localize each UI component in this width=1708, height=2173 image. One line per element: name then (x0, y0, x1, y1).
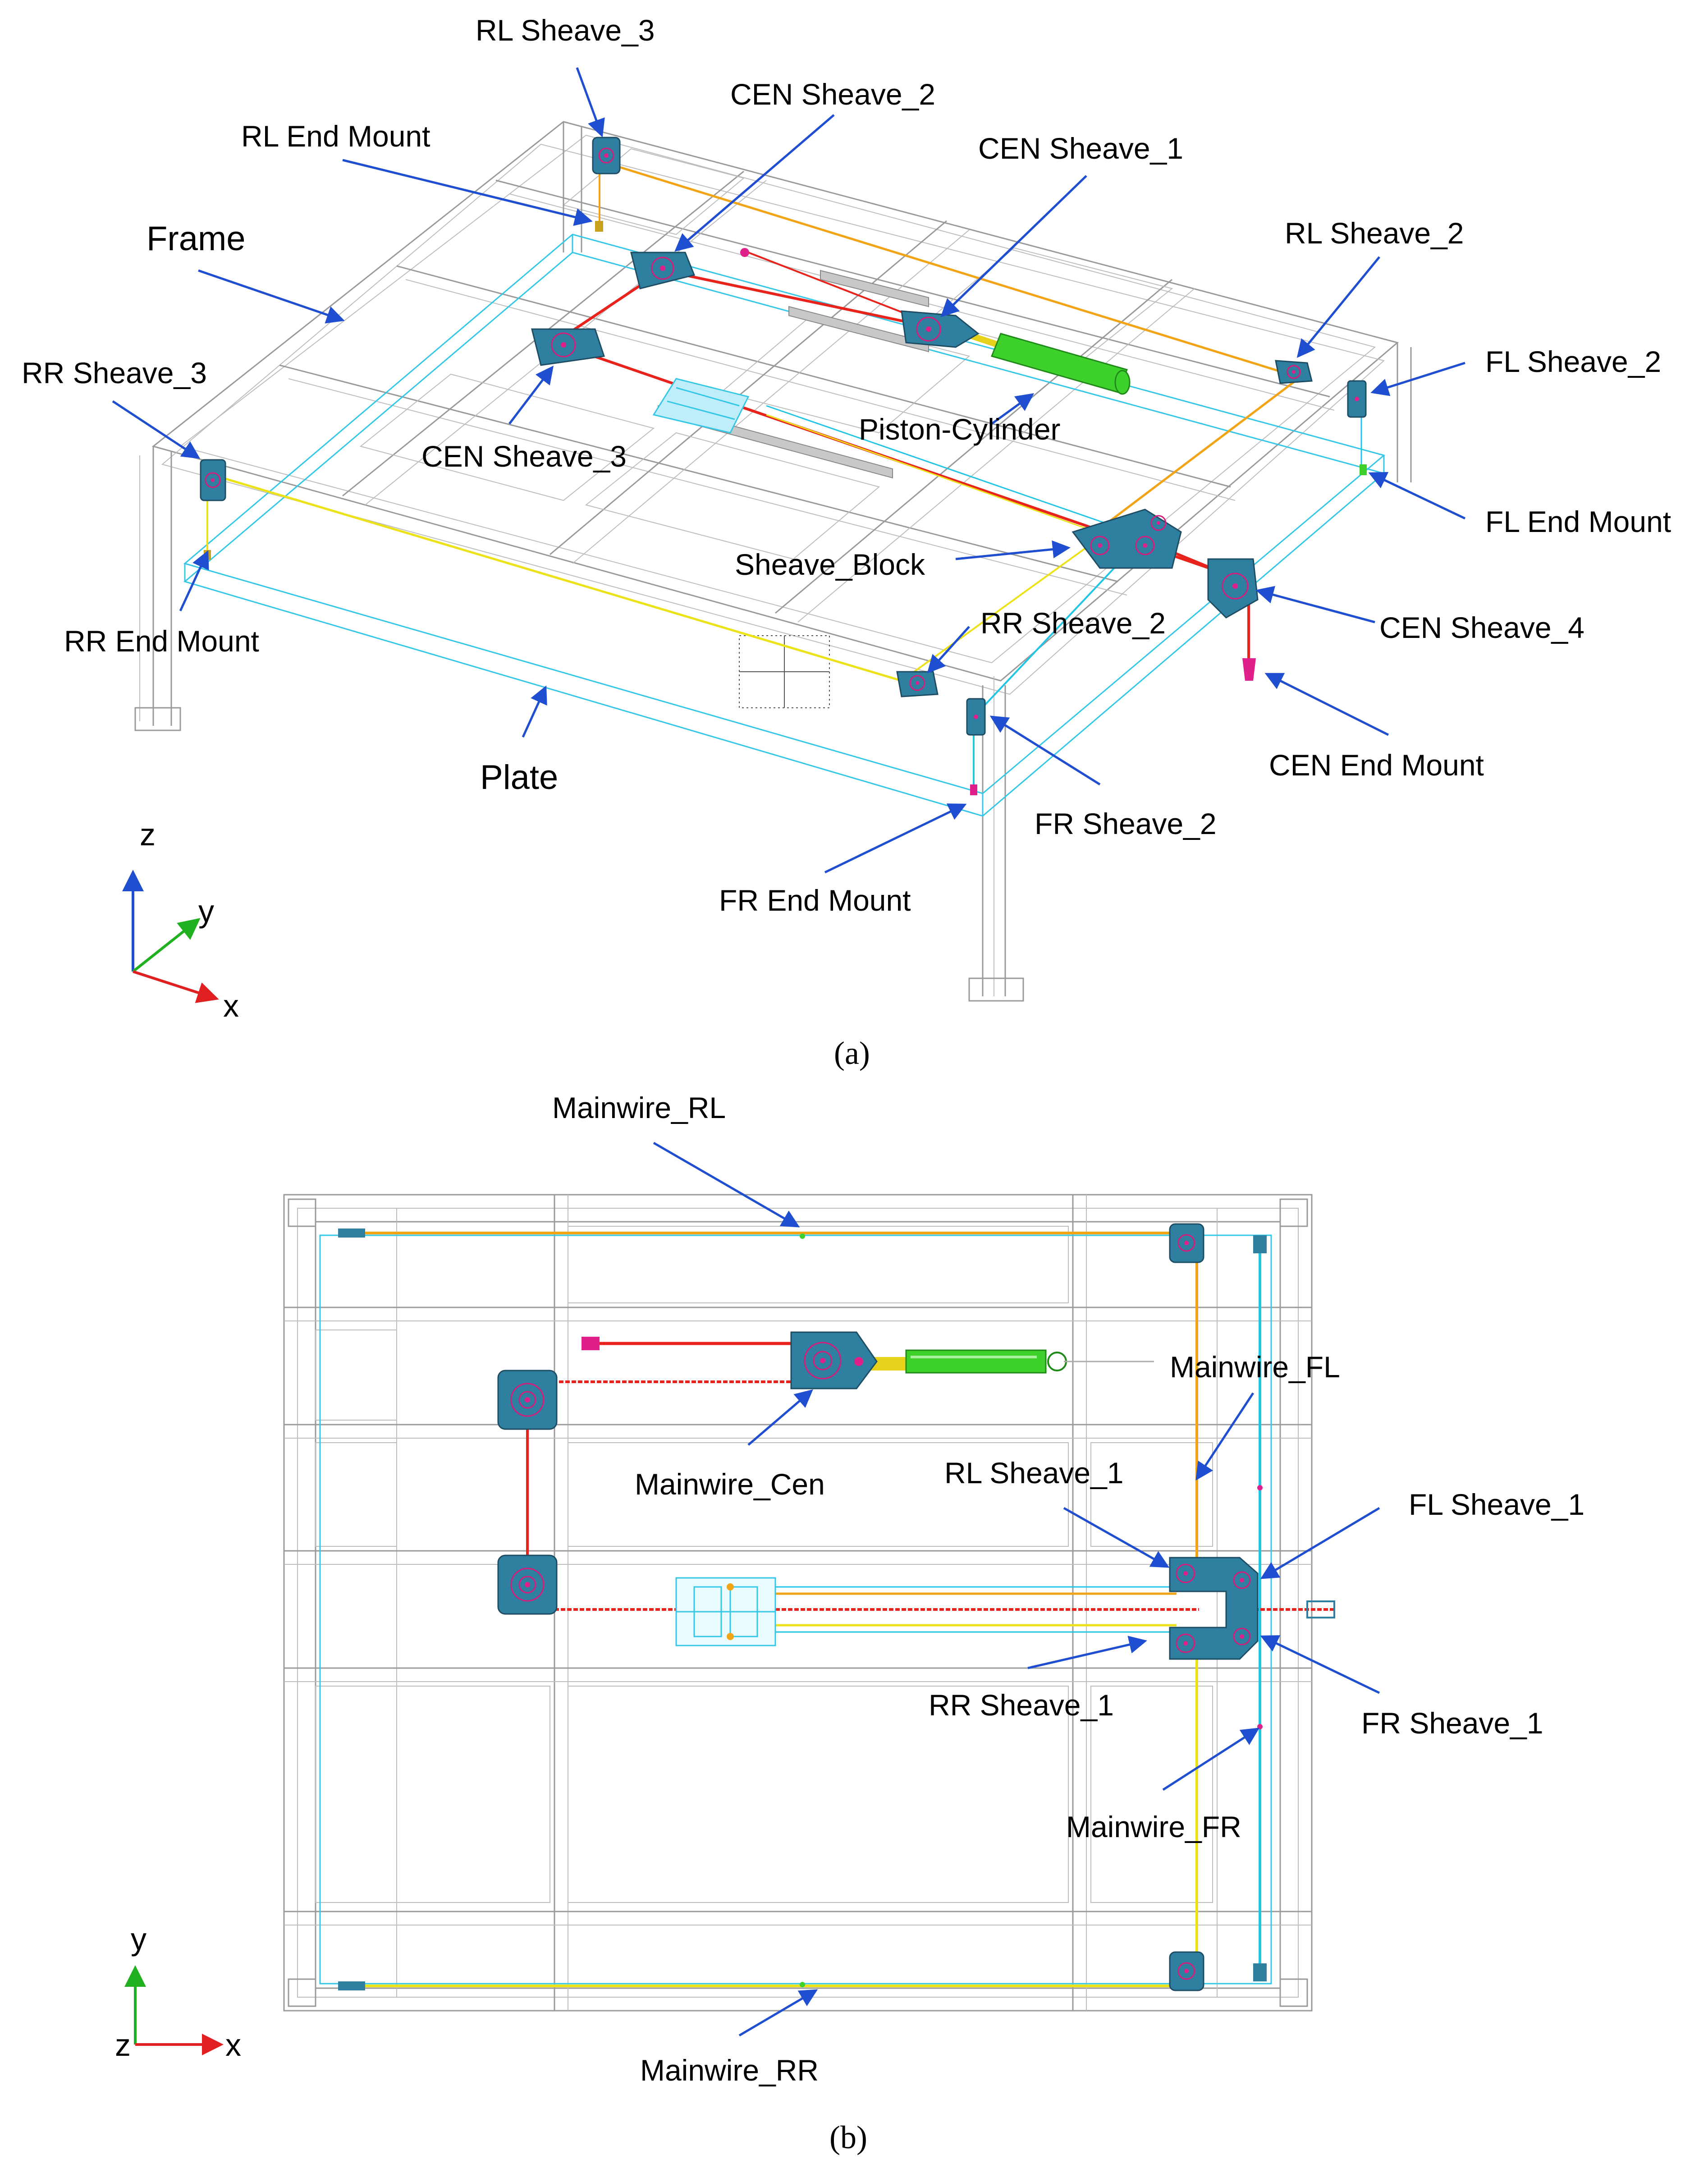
label-rl-sheave-3: RL Sheave_3 (476, 14, 655, 47)
label-piston-cylinder: Piston-Cylinder (859, 413, 1061, 446)
caption-b: (b) (829, 2119, 867, 2155)
label-plate: Plate (480, 758, 558, 797)
labels-panel-b: Mainwire_RL Mainwire_FL Mainwire_Cen RL … (552, 1091, 1584, 2087)
label-fl-end-mount: FL End Mount (1485, 505, 1671, 538)
label-frame: Frame (147, 220, 246, 258)
rr-corner-sheave (1169, 1951, 1204, 1991)
label-cen-sheave-4: CEN Sheave_4 (1379, 611, 1584, 644)
plate-outline (183, 234, 1386, 817)
axis-triad-a: z y x (122, 817, 239, 1023)
plate-pattern (739, 635, 830, 708)
fr-sheave-2 (966, 698, 986, 736)
sheaves-panel-b (338, 1223, 1335, 1991)
label-cen-sheave-3: CEN Sheave_3 (421, 440, 627, 473)
cen-sheave-3 (531, 328, 605, 366)
wires-panel-b (352, 1232, 1334, 1987)
rl-corner-sheave (1169, 1223, 1204, 1263)
label-cen-sheave-1: CEN Sheave_1 (978, 132, 1183, 165)
carriage (652, 378, 750, 434)
sheaves-panel-a (200, 137, 1367, 736)
leaders-panel-a (112, 67, 1466, 874)
label-rr-sheave-3: RR Sheave_3 (22, 356, 207, 390)
carriage-b (675, 1577, 776, 1646)
axis-b-x: x (225, 2027, 241, 2063)
end-fittings-b (338, 1229, 1335, 1990)
axis-b-y: y (131, 1921, 147, 1957)
label-rr-sheave-1: RR Sheave_1 (929, 1688, 1114, 1722)
label-rl-sheave-1: RL Sheave_1 (944, 1456, 1124, 1490)
sheave-block-top (1169, 1557, 1259, 1660)
cen-sheave-3-top (497, 1554, 558, 1615)
label-mainwire-cen: Mainwire_Cen (635, 1467, 825, 1501)
cen-sheave-2-top (497, 1370, 558, 1430)
label-fr-sheave-2: FR Sheave_2 (1035, 807, 1217, 840)
rl-sheave-2 (1275, 360, 1313, 384)
label-cen-sheave-2: CEN Sheave_2 (730, 78, 935, 111)
rr-sheave-2 (896, 671, 939, 697)
label-mainwire-rl: Mainwire_RL (552, 1091, 726, 1124)
cen-sheave-4 (1207, 558, 1259, 619)
sheave-block (1072, 509, 1182, 569)
frame-grid-b (283, 1194, 1313, 2012)
axis-triad-b: y z x (115, 1921, 241, 2063)
axis-a-y: y (198, 894, 214, 929)
leaders-panel-b (653, 1142, 1380, 2037)
label-sheave-block: Sheave_Block (735, 548, 925, 581)
label-rl-sheave-2: RL Sheave_2 (1285, 216, 1464, 250)
label-mainwire-fl: Mainwire_FL (1170, 1350, 1340, 1384)
labels-panel-a: RL Sheave_3 CEN Sheave_2 RL End Mount CE… (22, 14, 1671, 917)
axis-a-x: x (223, 988, 239, 1023)
label-rr-sheave-2: RR Sheave_2 (980, 606, 1166, 640)
caption-a: (a) (834, 1035, 870, 1071)
guide-rails (658, 270, 929, 479)
rl-sheave-3 (592, 137, 621, 174)
label-fl-sheave-1: FL Sheave_1 (1409, 1488, 1584, 1521)
label-fr-sheave-1: FR Sheave_1 (1361, 1706, 1543, 1740)
cen-sheave-1-top (790, 1331, 878, 1389)
cen-sheave-2 (630, 252, 696, 289)
panel-b-top-view: Mainwire_RL Mainwire_FL Mainwire_Cen RL … (115, 1091, 1584, 2155)
fl-sheave-2 (1347, 380, 1367, 418)
axis-a-z: z (140, 817, 156, 852)
frame-wireframe (134, 121, 1412, 1002)
label-cen-end-mount: CEN End Mount (1269, 748, 1484, 782)
label-fr-end-mount: FR End Mount (719, 884, 911, 917)
label-mainwire-rr: Mainwire_RR (640, 2054, 819, 2087)
rr-sheave-3 (200, 459, 226, 501)
axis-b-z: z (115, 2027, 131, 2063)
panel-a-isometric: RL Sheave_3 CEN Sheave_2 RL End Mount CE… (22, 14, 1671, 1071)
piston-cylinder-b (870, 1349, 1154, 1374)
label-rl-end-mount: RL End Mount (241, 119, 430, 153)
label-rr-end-mount: RR End Mount (64, 624, 259, 658)
label-mainwire-fr: Mainwire_FR (1066, 1810, 1241, 1843)
label-fl-sheave-2: FL Sheave_2 (1485, 345, 1661, 378)
